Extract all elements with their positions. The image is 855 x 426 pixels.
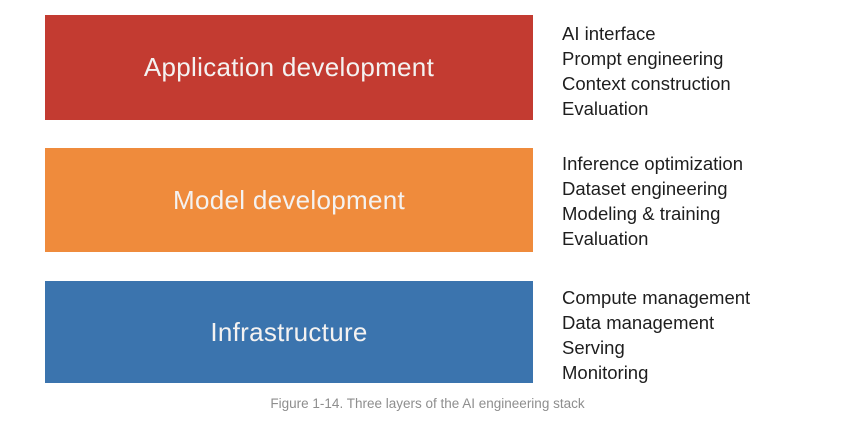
list-item: Serving: [562, 337, 625, 358]
layer-box-application-development: Application development: [45, 15, 533, 120]
layer-label-application-development: Application development: [143, 52, 435, 82]
layer-items-infrastructure: Compute management Data management Servi…: [562, 285, 852, 385]
layer-items-application-development: AI interface Prompt engineering Context …: [562, 21, 852, 121]
list-item: Prompt engineering: [562, 48, 724, 69]
list-item: Modeling & training: [562, 203, 721, 224]
list-item: Context construction: [562, 73, 731, 94]
list-item: Evaluation: [562, 228, 649, 249]
list-item: Monitoring: [562, 362, 649, 383]
list-item: Dataset engineering: [562, 178, 728, 199]
list-item: Compute management: [562, 287, 751, 308]
layer-items-model-development: Inference optimization Dataset engineeri…: [562, 151, 852, 251]
layer-box-model-development: Model development: [45, 148, 533, 252]
layer-label-model-development: Model development: [172, 184, 406, 215]
layer-box-infrastructure: Infrastructure: [45, 281, 533, 383]
list-item: AI interface: [562, 23, 656, 44]
figure-caption: Figure 1-14. Three layers of the AI engi…: [270, 396, 585, 411]
list-item: Data management: [562, 312, 715, 333]
layer-label-infrastructure: Infrastructure: [210, 316, 368, 347]
list-item: Inference optimization: [562, 153, 743, 174]
list-item: Evaluation: [562, 98, 649, 119]
